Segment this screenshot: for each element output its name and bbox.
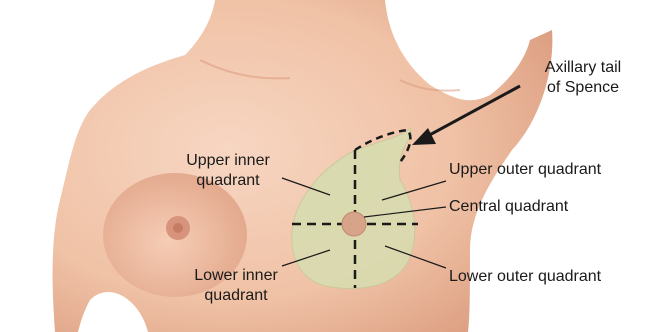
axillary-tail-line2: of Spence [528, 78, 638, 98]
label-axillary-tail: Axillary tail of Spence [528, 58, 638, 98]
right-nipple [342, 212, 366, 236]
label-upper-inner: Upper inner quadrant [168, 151, 288, 191]
label-lower-outer: Lower outer quadrant [449, 267, 601, 287]
axillary-tail-line1: Axillary tail [528, 58, 638, 78]
lower-inner-line1: Lower inner [176, 266, 296, 286]
label-central: Central quadrant [449, 197, 568, 217]
upper-inner-line1: Upper inner [168, 151, 288, 171]
label-upper-outer: Upper outer quadrant [449, 160, 601, 180]
label-lower-inner: Lower inner quadrant [176, 266, 296, 306]
lower-inner-line2: quadrant [176, 286, 296, 306]
upper-inner-line2: quadrant [168, 171, 288, 191]
